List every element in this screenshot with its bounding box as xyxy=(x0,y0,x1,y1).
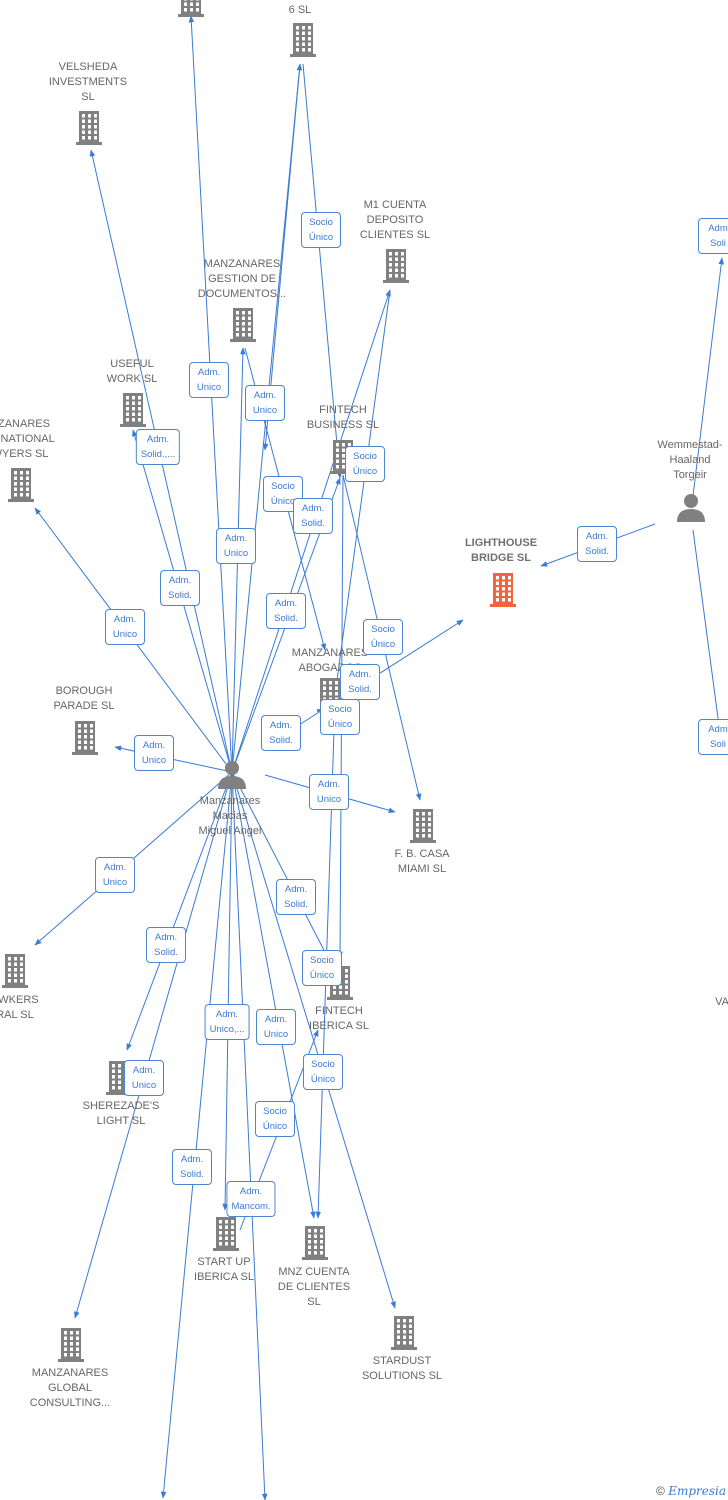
company-label[interactable]: NZANARES ERNATIONAL WYERS SL xyxy=(0,418,55,460)
person-icon[interactable] xyxy=(218,761,246,789)
footer-brand: © Empresia xyxy=(656,1484,726,1498)
building-icon[interactable] xyxy=(8,468,34,502)
building-icon[interactable] xyxy=(290,23,316,57)
company-label[interactable]: VELSHEDA INVESTMENTS SL xyxy=(48,61,128,103)
building-icon[interactable] xyxy=(2,954,28,988)
relationship-edge xyxy=(231,771,268,1500)
building-icon[interactable] xyxy=(213,1217,239,1251)
building-icon[interactable] xyxy=(72,721,98,755)
relationship-edge xyxy=(333,289,391,696)
relationship-edge xyxy=(231,771,316,1219)
relation-label[interactable]: Adm Soli xyxy=(698,218,728,254)
company-label[interactable]: LIGHTHOUSE BRIDGE SL xyxy=(464,537,538,564)
relationship-edge xyxy=(692,257,725,497)
building-icon[interactable] xyxy=(178,0,204,17)
company-label[interactable]: USEFUL WORK SL xyxy=(106,358,158,385)
company-label[interactable]: F. B. CASA MIAMI SL xyxy=(394,848,450,875)
building-icon[interactable] xyxy=(58,1328,84,1362)
relation-label[interactable]: Adm. Unico xyxy=(216,528,256,564)
building-icon[interactable] xyxy=(76,111,102,145)
building-icon[interactable] xyxy=(230,308,256,342)
relationship-edge xyxy=(692,529,724,749)
relation-label[interactable]: Adm. Solid. xyxy=(577,526,617,562)
company-label[interactable]: STARDUST SOLUTIONS SL xyxy=(361,1355,443,1382)
relation-label[interactable]: Adm. Solid. xyxy=(276,879,316,915)
relationship-edge xyxy=(222,771,233,1211)
relation-label[interactable]: Adm. Solid.,... xyxy=(135,429,181,465)
building-icon[interactable] xyxy=(410,809,436,843)
building-icon[interactable] xyxy=(391,1316,417,1350)
relation-label[interactable]: Adm. Unico xyxy=(95,857,135,893)
relation-label[interactable]: Adm. Unico xyxy=(105,609,145,645)
building-icon[interactable] xyxy=(302,1226,328,1260)
relation-label[interactable]: Socio Único xyxy=(303,1054,343,1090)
company-label[interactable]: MNZ CUENTA DE CLIENTES SL xyxy=(277,1266,351,1308)
relation-label[interactable]: Adm. Solid. xyxy=(340,664,380,700)
relation-label[interactable]: Adm. Solid. xyxy=(261,715,301,751)
relation-label[interactable]: Adm. Solid. xyxy=(172,1149,212,1185)
relation-label[interactable]: Adm. Solid. xyxy=(293,498,333,534)
relation-label[interactable]: Adm. Unico xyxy=(124,1060,164,1096)
relation-label[interactable]: Socio Único xyxy=(345,446,385,482)
relation-label[interactable]: Socio Único xyxy=(302,950,342,986)
relationship-edge xyxy=(231,771,329,959)
brand-logo[interactable]: Empresia xyxy=(668,1484,726,1498)
relation-label[interactable]: Socio Único xyxy=(320,699,360,735)
relation-label[interactable]: Socio Único xyxy=(301,212,341,248)
relation-label[interactable]: Adm. Unico xyxy=(256,1009,296,1045)
company-label[interactable]: SHEREZADE'S LIGHT SL xyxy=(82,1100,160,1127)
company-label[interactable]: MANZANARES GLOBAL CONSULTING... xyxy=(29,1367,111,1409)
relationship-edge xyxy=(231,771,396,1309)
building-icon[interactable] xyxy=(120,393,146,427)
relationship-edge xyxy=(160,771,233,1499)
relation-label[interactable]: Socio Único xyxy=(363,619,403,655)
building-icon[interactable] xyxy=(383,249,409,283)
relation-label[interactable]: Adm. Unico xyxy=(134,735,174,771)
company-label[interactable]: VA xyxy=(715,996,728,1008)
relation-label[interactable]: Adm Soli xyxy=(698,719,728,755)
highlighted-building-icon[interactable] xyxy=(490,573,516,607)
relation-label[interactable]: Adm. Mancom. xyxy=(226,1181,276,1217)
person-label[interactable]: Wemmestad- Haaland Torgeir xyxy=(657,439,723,481)
person-label[interactable]: Manzanares Macias Miguel Angel xyxy=(198,795,262,837)
company-label[interactable]: FINTECH IBERICA SL xyxy=(309,1005,369,1032)
company-label[interactable]: AWKERS RAL SL xyxy=(0,994,39,1021)
relation-label[interactable]: Adm. Unico xyxy=(245,385,285,421)
relationship-edge xyxy=(302,63,343,479)
company-label[interactable]: 6 SL xyxy=(288,4,312,16)
company-label[interactable]: M1 CUENTA DEPOSITO CLIENTES SL xyxy=(359,199,431,241)
relation-label[interactable]: Adm. Solid. xyxy=(160,570,200,606)
company-label[interactable]: BOROUGH PARADE SL xyxy=(53,685,115,712)
relation-label[interactable]: Adm. Unico,... xyxy=(204,1004,250,1040)
relation-label[interactable]: Adm. Solid. xyxy=(266,593,306,629)
relation-label[interactable]: Adm. Solid. xyxy=(146,927,186,963)
relation-label[interactable]: Socio Único xyxy=(255,1101,295,1137)
relation-label[interactable]: Adm. Unico xyxy=(309,774,349,810)
relationship-edge xyxy=(126,771,233,1051)
company-label[interactable]: MANZANARES GESTION DE DOCUMENTOS... xyxy=(197,258,287,300)
copyright-symbol: © xyxy=(656,1484,665,1498)
relation-label[interactable]: Adm. Unico xyxy=(189,362,229,398)
person-icon[interactable] xyxy=(677,494,705,522)
company-label[interactable]: FINTECH BUSINESS SL xyxy=(306,404,380,431)
company-label[interactable]: START UP IBERICA SL xyxy=(194,1256,254,1283)
relationship-edge xyxy=(74,771,233,1319)
